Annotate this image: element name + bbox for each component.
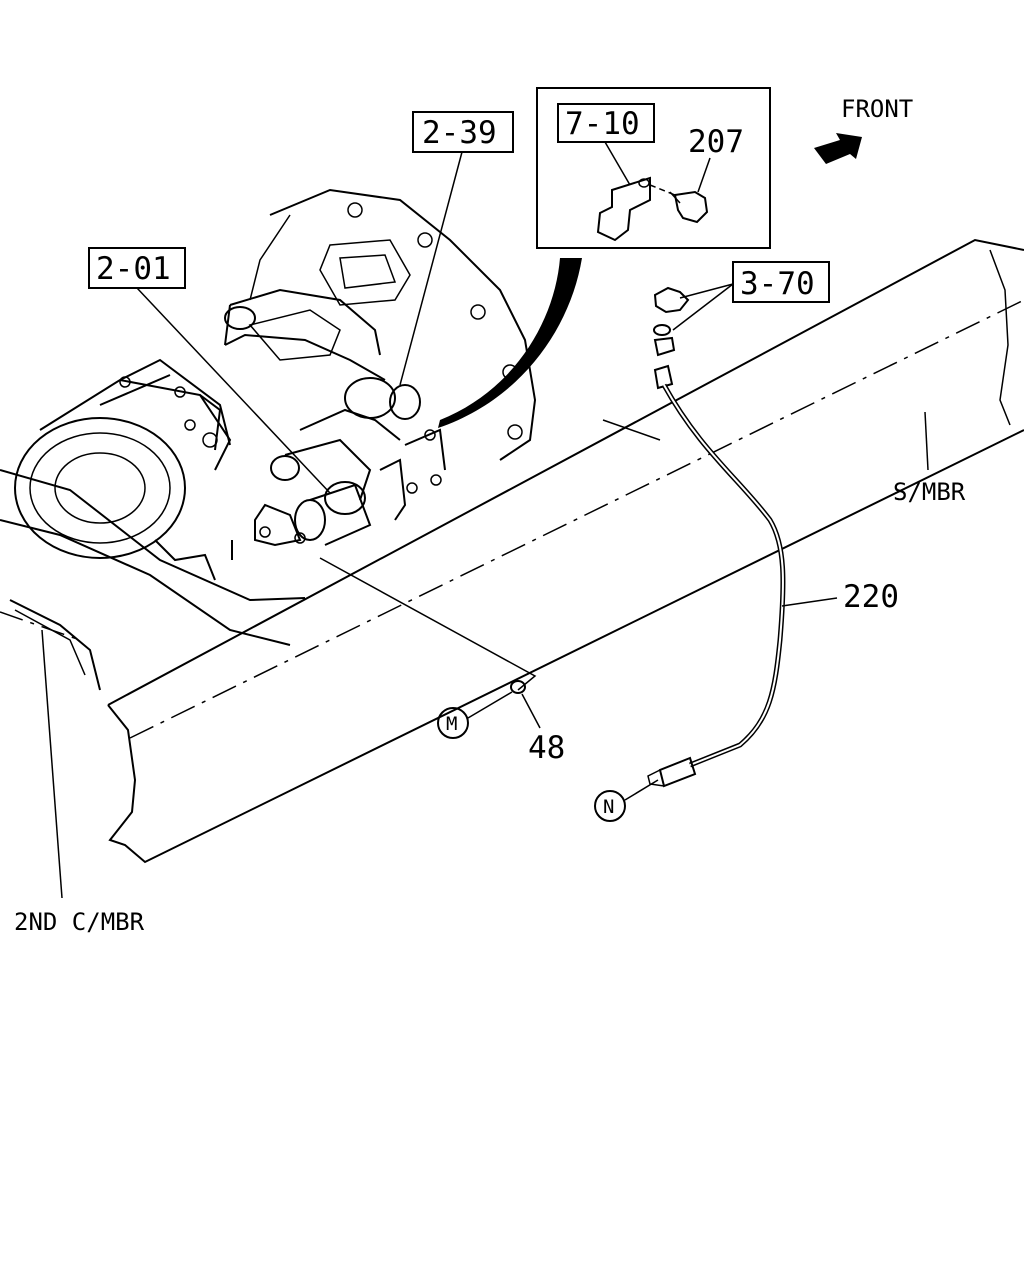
hose-220: 220 — [647, 383, 899, 788]
part-48-label: 48 — [528, 730, 565, 766]
ref-2-39: 2-39 — [399, 111, 514, 386]
callout-n: N — [594, 779, 659, 822]
part-207-label: 207 — [688, 124, 744, 160]
callout-m-label: M — [446, 713, 457, 735]
side-member-callout: S/MBR — [893, 411, 966, 506]
side-member — [107, 238, 1024, 864]
cross-member-label: 2ND C/MBR — [14, 908, 145, 936]
front-arrow-icon — [814, 133, 862, 164]
ref-3-70-label: 3-70 — [740, 266, 815, 302]
transmission-assembly — [14, 188, 537, 581]
ref-2-39-label: 2-39 — [422, 115, 497, 151]
ref-2-01-label: 2-01 — [96, 251, 171, 287]
side-member-label: S/MBR — [893, 478, 966, 506]
ref-7-10-label: 7-10 — [565, 106, 640, 142]
callout-n-label: N — [603, 796, 614, 818]
cross-member — [0, 469, 306, 899]
detail-inset: 7-10 207 — [438, 87, 771, 428]
front-label: FRONT — [841, 95, 913, 123]
ref-3-70: 3-70 — [653, 261, 830, 390]
front-indicator: FRONT — [814, 95, 913, 164]
part-220-label: 220 — [843, 579, 899, 615]
part-48: 48 M — [319, 557, 565, 766]
ref-2-01: 2-01 — [88, 247, 331, 494]
